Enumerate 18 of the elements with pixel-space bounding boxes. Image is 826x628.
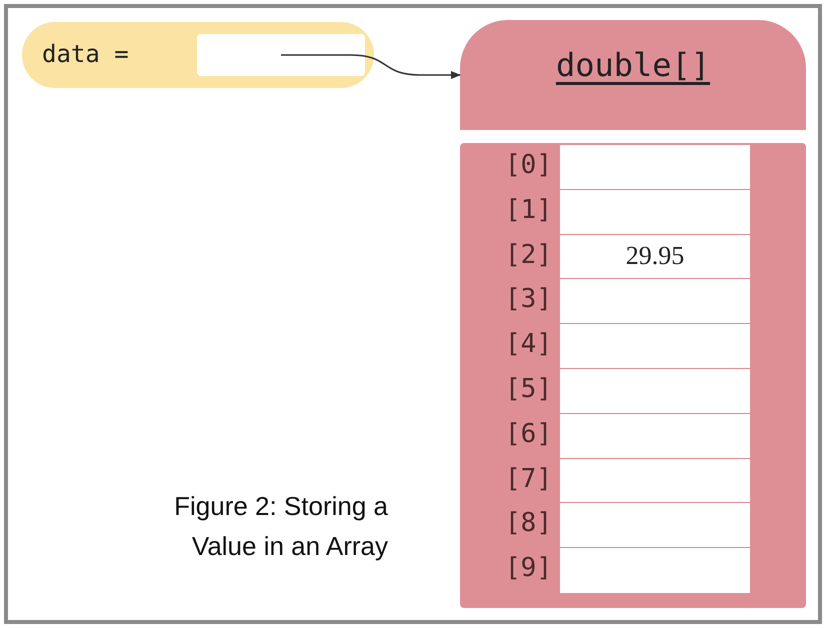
index-label: [4] — [505, 329, 552, 360]
index-label: [7] — [505, 464, 552, 494]
type-name: double[] — [556, 46, 710, 84]
index-label: [9] — [505, 553, 552, 584]
array-body — [460, 143, 806, 608]
type-header — [460, 20, 806, 130]
index-label: [5] — [505, 374, 552, 404]
index-label: [1] — [505, 194, 552, 225]
index-label: [8] — [505, 508, 552, 538]
figure-caption: Figure 2: Storing a Value in an Array — [173, 490, 388, 563]
index-label: [6] — [505, 418, 552, 449]
cell-value: 29.95 — [626, 240, 684, 271]
variable-name: data = — [42, 40, 129, 68]
index-label: [2] — [505, 240, 552, 270]
arrow — [281, 54, 461, 79]
index-label: [0] — [505, 150, 552, 180]
index-label: [3] — [505, 284, 552, 314]
reference-field — [197, 34, 365, 76]
